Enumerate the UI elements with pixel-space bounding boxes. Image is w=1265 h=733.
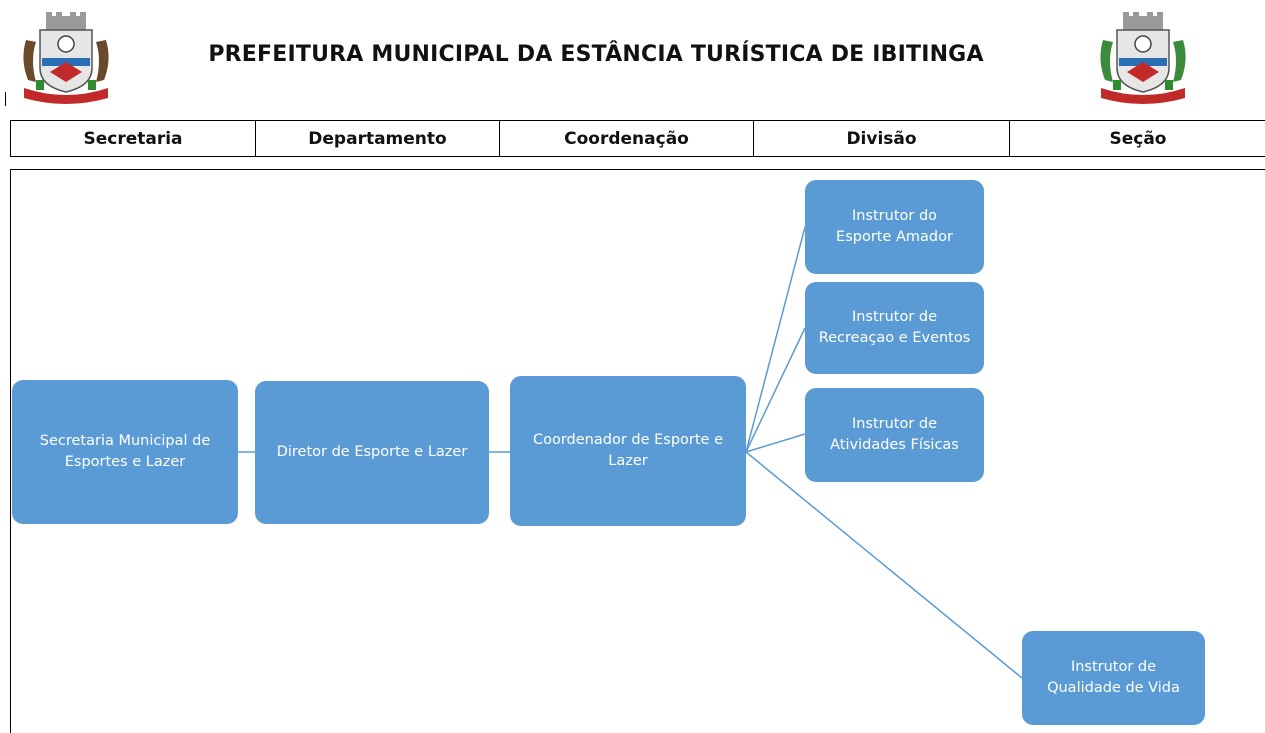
node-instrutor-esporte-amador: Instrutor do Esporte Amador — [805, 180, 984, 274]
node-instrutor-qualidade-vida: Instrutor de Qualidade de Vida — [1022, 631, 1205, 725]
node-diretor: Diretor de Esporte e Lazer — [255, 381, 489, 524]
text-cursor — [5, 92, 6, 106]
page-title: PREFEITURA MUNICIPAL DA ESTÂNCIA TURÍSTI… — [208, 42, 984, 67]
municipal-coat-of-arms-icon — [23, 12, 109, 104]
level-header-secao: Seção — [1109, 128, 1167, 149]
node-instrutor-atividades-fisicas: Instrutor de Atividades Físicas — [805, 388, 984, 482]
level-header-departamento: Departamento — [256, 121, 500, 156]
level-header-secretaria: Secretaria — [11, 121, 256, 156]
diagram-frame — [10, 169, 1265, 733]
node-secretaria-municipal: Secretaria Municipal de Esportes e Lazer — [12, 380, 238, 524]
node-coordenador: Coordenador de Esporte e Lazer — [510, 376, 746, 526]
node-instrutor-recreacao-eventos: Instrutor de Recreaçao e Eventos — [805, 282, 984, 374]
level-header-divisao: Divisão — [754, 121, 1010, 156]
level-header-coordenacao: Coordenação — [500, 121, 754, 156]
level-header-table: Secretaria Departamento Coordenação Divi… — [10, 120, 1265, 157]
municipal-coat-of-arms-icon — [1100, 12, 1186, 104]
